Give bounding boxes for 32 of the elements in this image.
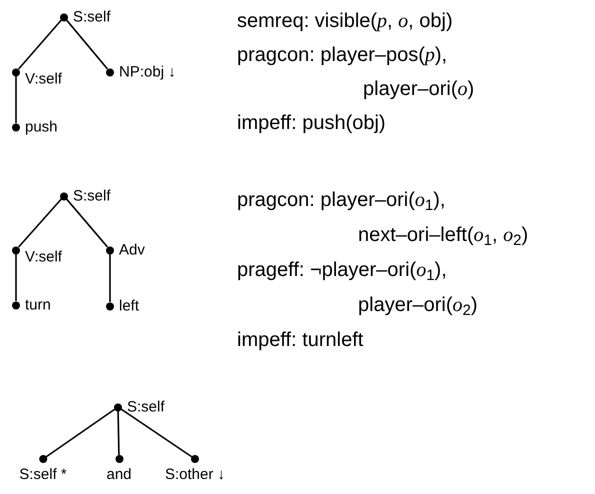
- node-label: turn: [25, 296, 51, 314]
- tree-branch: [15, 76, 17, 123]
- node-label: S:self: [127, 398, 165, 416]
- node-label: V:self: [25, 70, 62, 88]
- tree-branch: [46, 408, 116, 458]
- feature-line: pragcon: player–pos(p),: [237, 43, 448, 68]
- node-label: and: [106, 466, 132, 483]
- tree-branch: [109, 254, 111, 302]
- node-label: S:self: [73, 188, 111, 204]
- tree-branch: [66, 20, 108, 70]
- tree-branch: [18, 198, 62, 248]
- node-label: NP:obj ↓: [119, 64, 176, 80]
- feature-line: impeff: turnleft: [237, 328, 364, 353]
- node-label: Adv: [119, 242, 145, 258]
- feature-line: prageff: ¬player–ori(o$_{1}$),: [237, 258, 447, 283]
- tree-branch: [120, 408, 192, 458]
- feature-line: semreq: visible(p, o, obj): [237, 9, 453, 34]
- node-label: S:other ↓: [164, 466, 226, 483]
- tree-branch: [15, 254, 17, 301]
- node-label: S:self: [73, 8, 111, 26]
- feature-line: player–ori(o$_{2}$): [358, 293, 478, 318]
- tree-branch: [66, 198, 108, 248]
- node-label: V:self: [25, 248, 62, 266]
- node-label: push: [25, 118, 58, 136]
- tree-branch: [18, 19, 62, 70]
- feature-line: player–ori(o): [363, 77, 474, 102]
- node-label: left: [119, 298, 140, 314]
- tree-branch: [117, 410, 120, 456]
- feature-line: next–ori–left(o$_{1}$, o$_{2}$): [358, 223, 528, 248]
- feature-line: impeff: push(obj): [237, 111, 386, 136]
- feature-line: pragcon: player–ori(o$_{1}$),: [237, 188, 446, 213]
- node-label: S:self *: [19, 466, 67, 483]
